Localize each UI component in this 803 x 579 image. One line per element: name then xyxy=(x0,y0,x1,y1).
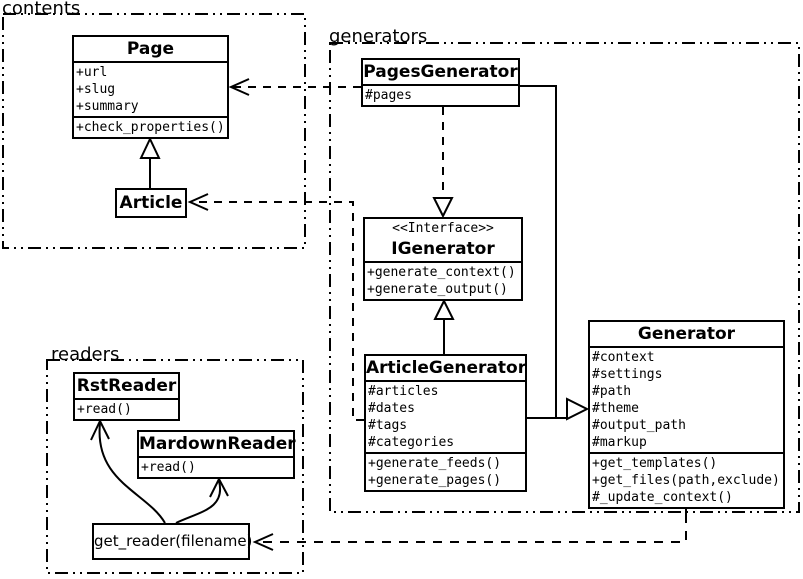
class-rstreader: RstReader +read() xyxy=(73,372,180,421)
package-label-contents: contents xyxy=(2,0,81,19)
class-generator-methods: +get_templates() +get_files(path,exclude… xyxy=(590,452,783,507)
class-pagesgenerator: PagesGenerator #pages xyxy=(361,58,520,107)
attribute: #dates xyxy=(368,401,415,416)
class-mardownreader: MardownReader +read() xyxy=(137,430,296,479)
attribute: +summary xyxy=(76,99,139,114)
getreader-to-mardownreader-arrow xyxy=(175,476,229,524)
attribute: #tags xyxy=(368,418,408,433)
function-get-reader: get_reader(filename) xyxy=(92,523,252,560)
class-articlegenerator-methods: +generate_feeds() +generate_pages() xyxy=(366,452,525,490)
class-page-methods: +check_properties() xyxy=(74,116,227,137)
attribute: #categories xyxy=(368,435,455,450)
class-article: Article xyxy=(115,188,187,218)
class-generator-title: Generator xyxy=(637,324,736,344)
class-article-title: Article xyxy=(119,193,183,213)
pagesgenerator-to-igenerator-realization-arrow xyxy=(432,107,454,219)
attribute: +slug xyxy=(76,82,116,97)
articlegenerator-to-article-dependency-arrow xyxy=(187,193,364,421)
class-igenerator-title: IGenerator xyxy=(391,239,495,259)
method: +get_files(path,exclude) xyxy=(592,473,780,488)
class-igenerator-methods: +generate_context() +generate_output() xyxy=(365,261,521,299)
package-label-generators: generators xyxy=(329,26,428,47)
class-mardownreader-methods: +read() xyxy=(139,456,293,477)
method: +get_templates() xyxy=(592,456,718,471)
method: +generate_pages() xyxy=(368,473,502,488)
class-articlegenerator-title: ArticleGenerator xyxy=(366,358,527,378)
class-generator-attributes: #context #settings #path #theme #output_… xyxy=(590,346,783,452)
generators-to-generator-generalization-arrow xyxy=(519,85,590,421)
attribute: #output_path xyxy=(592,418,686,433)
class-articlegenerator: ArticleGenerator #articles #dates #tags … xyxy=(364,354,527,492)
articlegenerator-to-igenerator-generalization-arrow xyxy=(433,298,455,354)
class-articlegenerator-attributes: #articles #dates #tags #categories xyxy=(366,380,525,452)
attribute: #theme xyxy=(592,401,639,416)
article-to-page-generalization-arrow xyxy=(139,136,161,188)
getreader-to-rstreader-arrow xyxy=(90,418,166,524)
class-rstreader-methods: +read() xyxy=(75,398,178,419)
method: #_update_context() xyxy=(592,490,733,505)
method: +generate_feeds() xyxy=(368,456,502,471)
package-frame-contents xyxy=(2,13,306,249)
attribute: +url xyxy=(76,65,108,80)
class-igenerator-stereotype: <<Interface>> xyxy=(392,221,494,236)
attribute: #settings xyxy=(592,367,663,382)
class-page-attributes: +url +slug +summary xyxy=(74,61,227,116)
attribute: #context xyxy=(592,350,655,365)
class-page: Page +url +slug +summary +check_properti… xyxy=(72,35,229,139)
method: +read() xyxy=(77,402,132,417)
attribute: #path xyxy=(592,384,632,399)
class-rstreader-title: RstReader xyxy=(76,376,177,396)
method: +read() xyxy=(141,460,196,475)
class-igenerator-header: <<Interface>> IGenerator xyxy=(365,219,521,261)
method: +generate_output() xyxy=(367,282,508,297)
class-pagesgenerator-attributes: #pages xyxy=(363,84,518,105)
class-generator: Generator #context #settings #path #them… xyxy=(588,320,785,509)
method: +check_properties() xyxy=(76,120,225,135)
attribute: #articles xyxy=(368,384,439,399)
generator-to-getreader-dependency-arrow xyxy=(252,509,687,551)
package-frame-readers xyxy=(46,359,304,574)
package-frame-generators xyxy=(329,42,800,513)
class-igenerator: <<Interface>> IGenerator +generate_conte… xyxy=(363,217,523,301)
pagesgenerator-to-page-dependency-arrow xyxy=(228,78,361,96)
class-mardownreader-title: MardownReader xyxy=(139,434,296,454)
attribute: #markup xyxy=(592,435,647,450)
class-page-title: Page xyxy=(126,39,175,59)
attribute: #pages xyxy=(365,88,412,103)
package-label-readers: readers xyxy=(51,344,120,365)
method: +generate_context() xyxy=(367,265,516,280)
class-pagesgenerator-title: PagesGenerator xyxy=(363,62,518,82)
